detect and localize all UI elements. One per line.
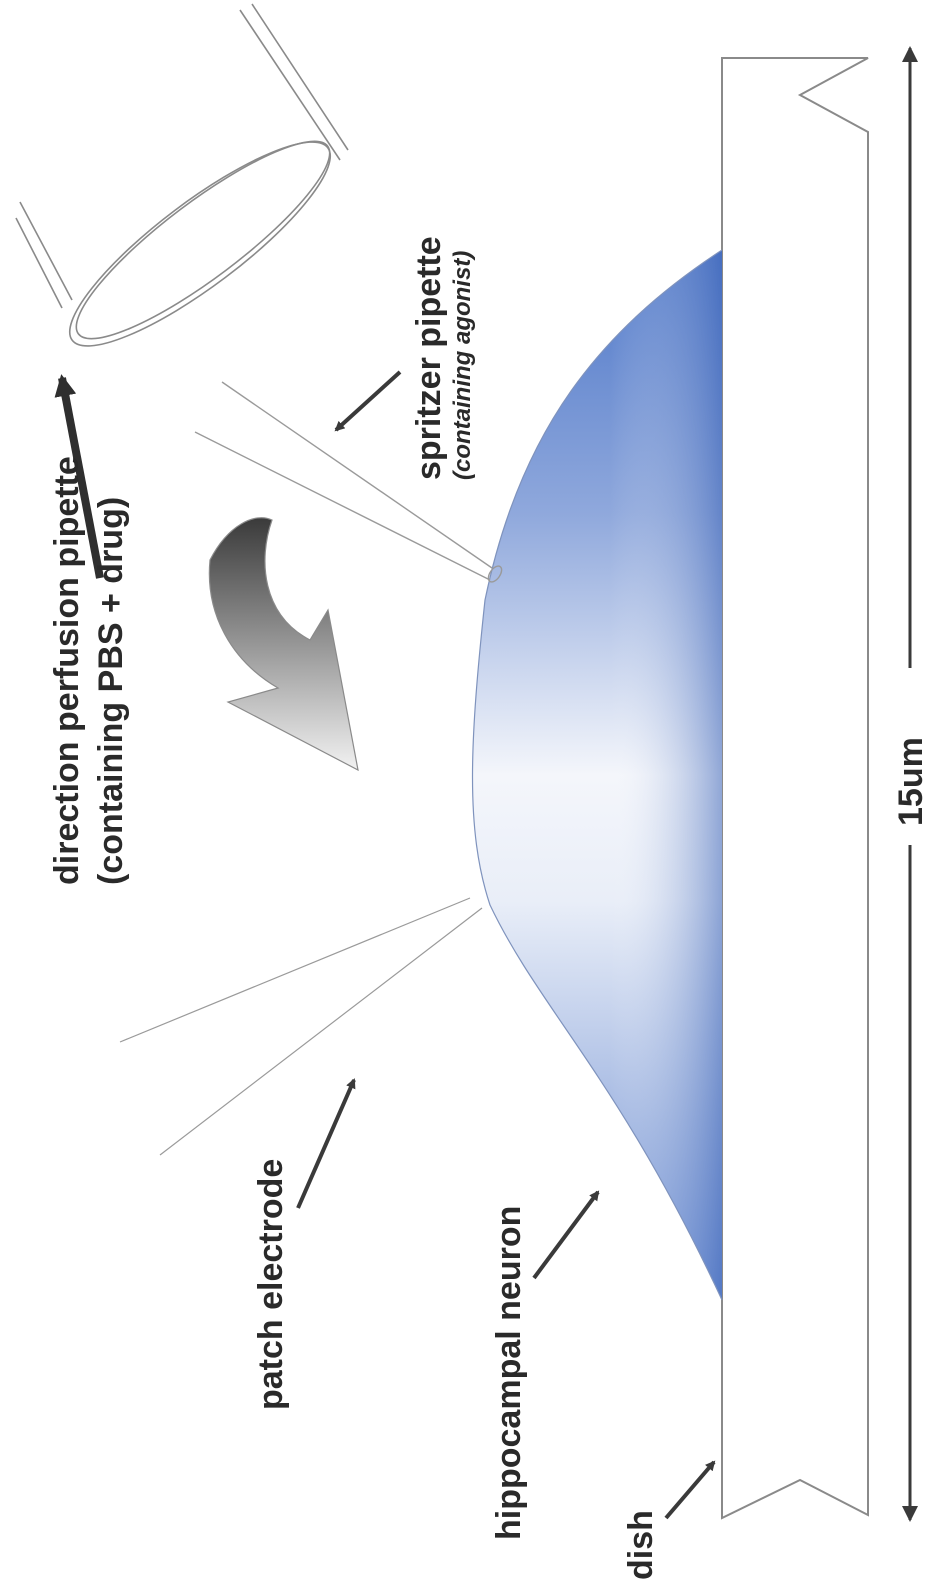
dish-pointer-arrow <box>664 1460 716 1520</box>
patch-pointer-arrow <box>296 1078 356 1209</box>
spritzer-pipette <box>194 381 503 583</box>
curved-flow-arrow <box>208 517 359 772</box>
spritzer-pointer-arrow <box>334 370 402 432</box>
dish-body <box>721 57 869 1520</box>
patch-electrode-label: patch electrode <box>252 1159 290 1410</box>
patch-electrode <box>119 897 483 1156</box>
spritzer-label-line2: (containing agonist) <box>449 251 476 480</box>
perfusion-direction-arrow <box>54 374 104 579</box>
scale-label: 15um <box>892 737 930 826</box>
spritzer-label-line1: spritzer pipette <box>410 236 448 480</box>
perfusion-label-line2: (containing PBS + drug) <box>92 497 130 885</box>
hippocampal-neuron <box>471 249 723 1301</box>
perfusion-label-line1: direction perfusion pipette <box>48 456 86 885</box>
perfusion-pipette <box>15 3 349 347</box>
dish-label: dish <box>622 1510 660 1580</box>
neuron-label: hippocampal neuron <box>490 1206 528 1540</box>
neuron-pointer-arrow <box>532 1190 600 1280</box>
